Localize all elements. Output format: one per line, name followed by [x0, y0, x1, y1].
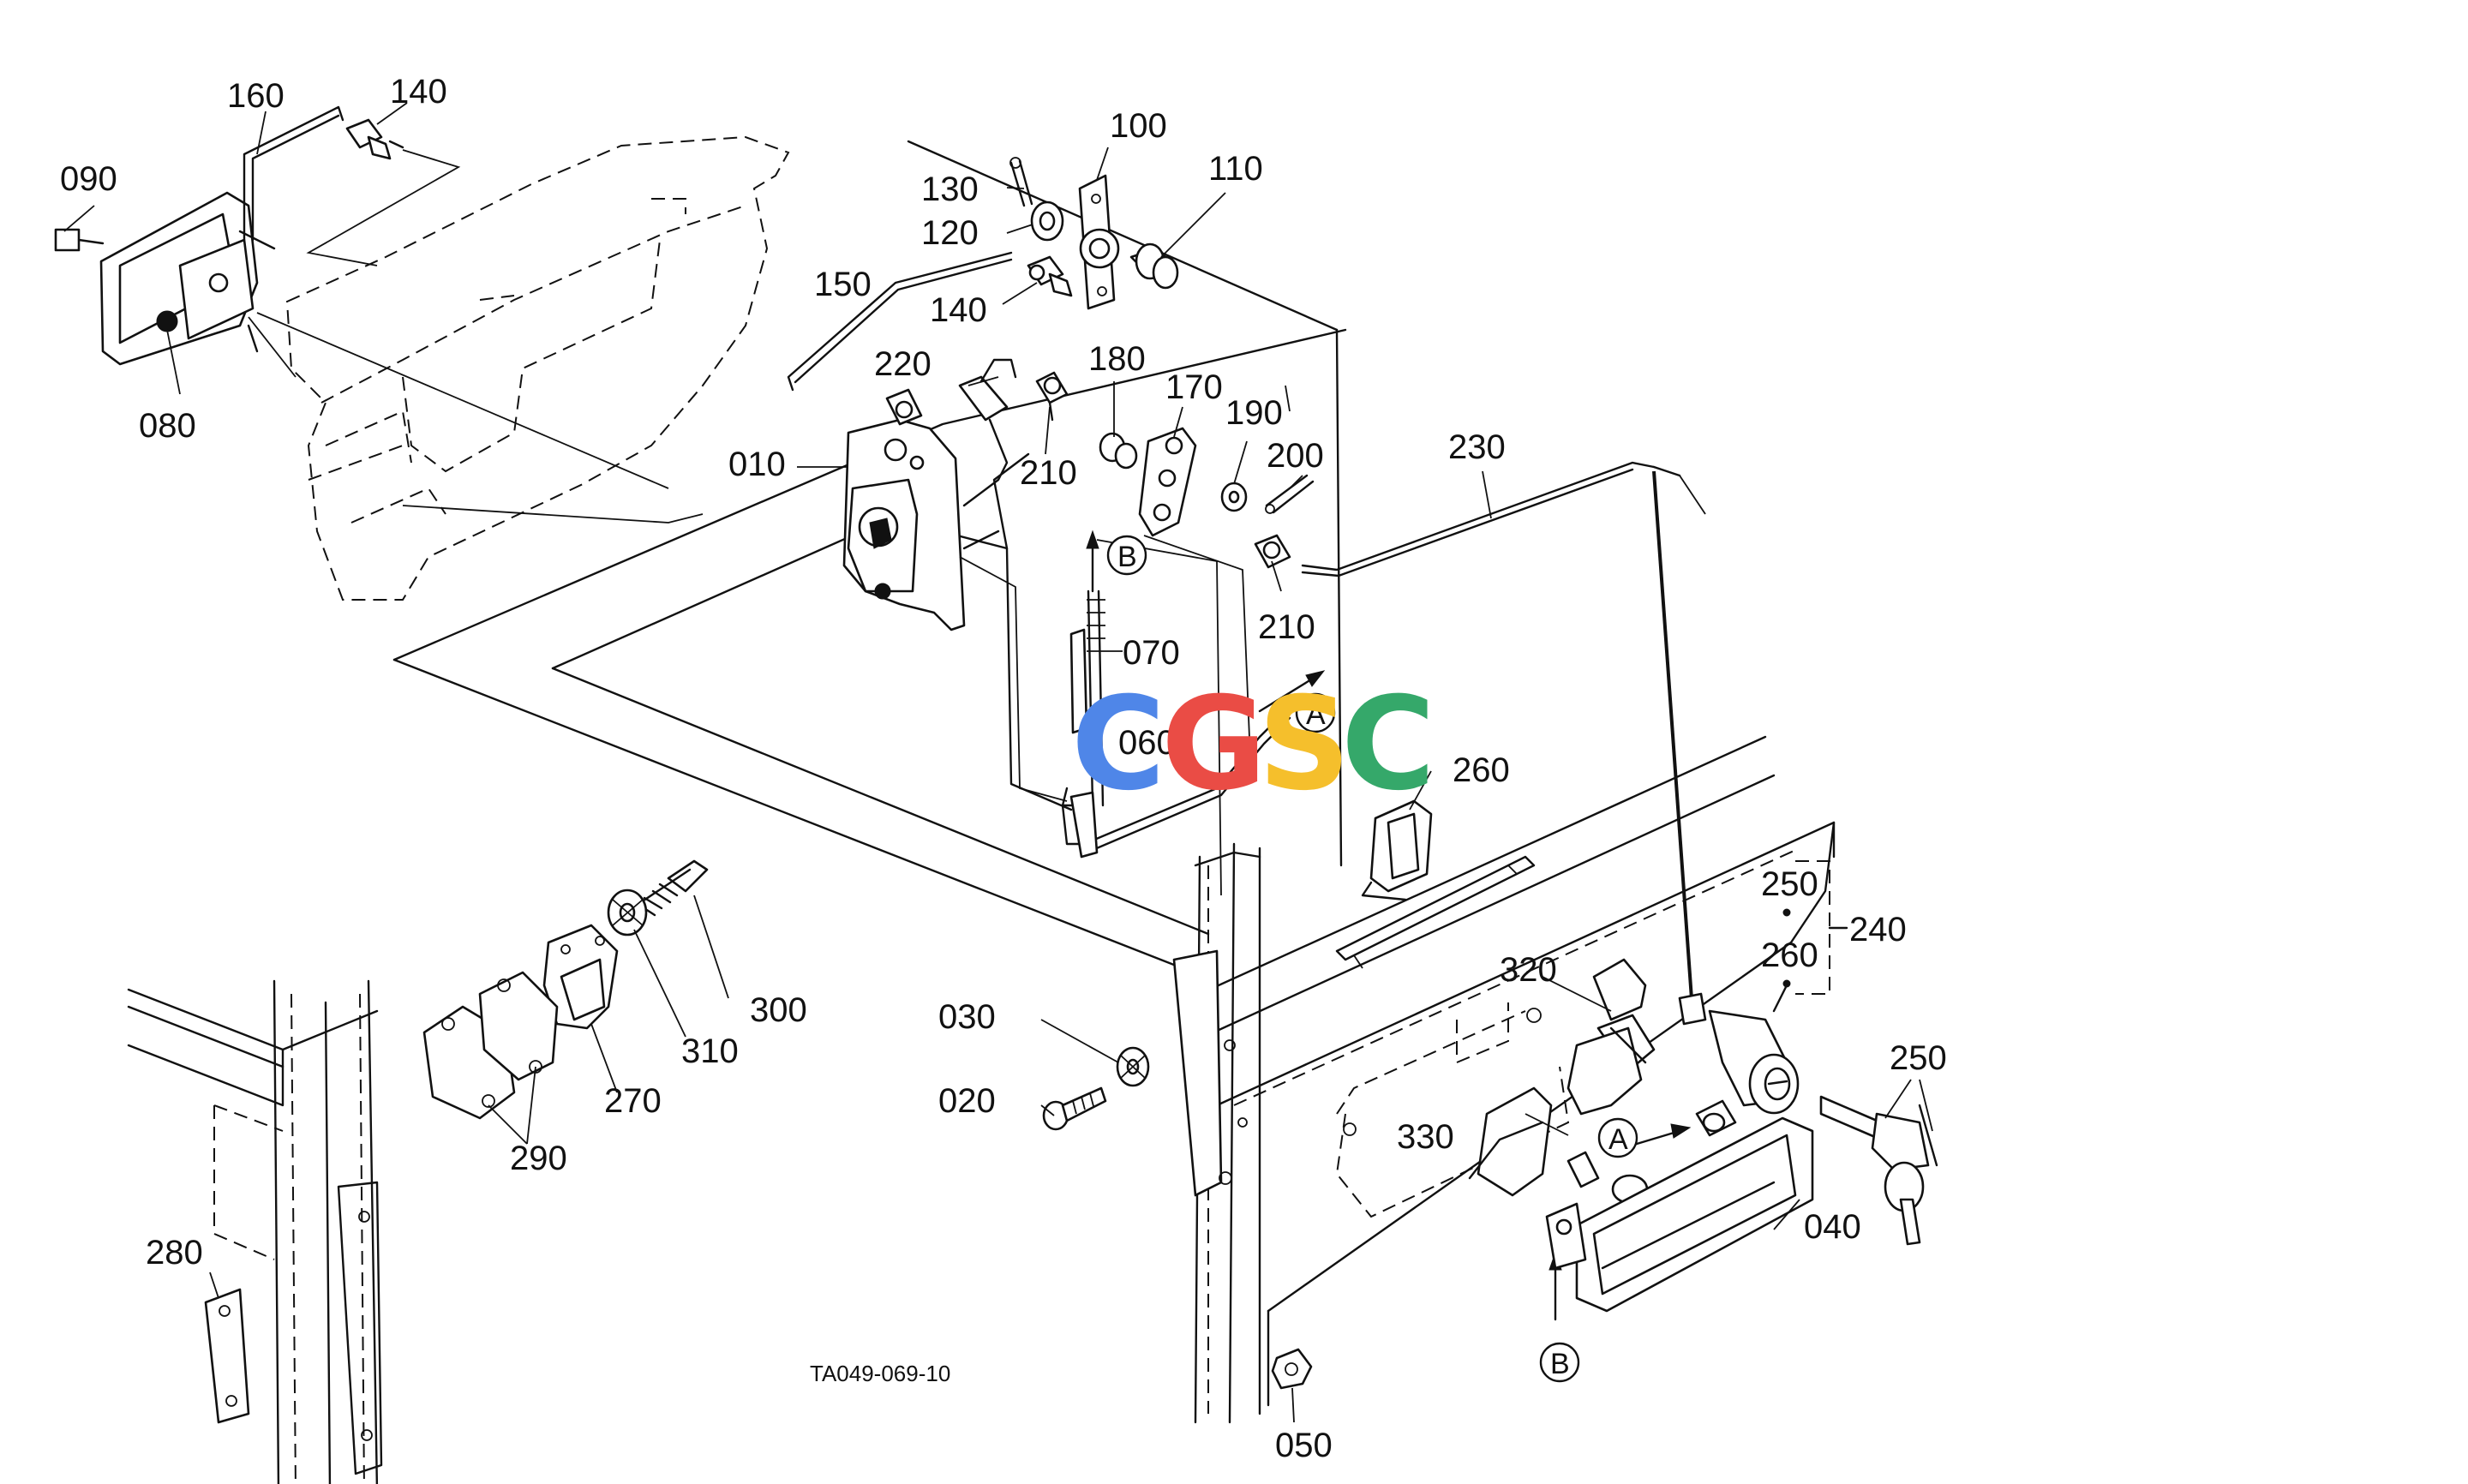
label-220: 220 — [874, 345, 931, 383]
label-260: 260 — [1453, 751, 1510, 789]
part-230-rod — [1301, 461, 1706, 1012]
center-pillar — [1172, 842, 1261, 1424]
label-250: 250 — [1890, 1039, 1947, 1077]
label-330: 330 — [1397, 1118, 1454, 1156]
part-090-screw — [54, 228, 105, 252]
label-040: 040 — [1804, 1208, 1861, 1246]
part-300-bolt — [636, 859, 709, 917]
watermark-letter-c1: C — [1071, 670, 1165, 819]
left-frame — [127, 979, 383, 1484]
label-080: 080 — [139, 407, 196, 445]
part-050-nut — [1271, 1348, 1313, 1390]
callout-arrow-a-lower — [1597, 1117, 1692, 1158]
part-170-lever — [1138, 427, 1197, 537]
label-270: 270 — [604, 1082, 662, 1120]
part-220-clip — [958, 358, 1017, 507]
label-180: 180 — [1088, 340, 1146, 378]
part-250-keys — [1819, 1095, 1938, 1246]
part-080-latch — [99, 191, 276, 366]
part-210-clip-upper — [1035, 371, 1069, 422]
callout-arrow-a-upper — [1258, 670, 1336, 733]
callout-arrow-b-upper — [1086, 530, 1147, 593]
label-leaders — [63, 102, 1933, 1423]
label-250: 250 — [1761, 865, 1818, 903]
part-190-washer — [1220, 482, 1248, 512]
cgsc-watermark-logo: C G S C — [1071, 670, 1435, 819]
label-240: 240 — [1849, 911, 1907, 948]
part-310-washer — [607, 889, 648, 936]
callout-b: B — [1117, 541, 1137, 573]
label-020: 020 — [938, 1082, 996, 1120]
label-300: 300 — [750, 991, 807, 1029]
part-130-pin — [1009, 157, 1033, 207]
leader-lines — [248, 149, 704, 524]
guide-lines-mid — [959, 535, 1252, 802]
label-260: 260 — [1761, 936, 1818, 974]
callout-b: B — [1550, 1348, 1570, 1380]
part-160-rod — [243, 105, 344, 242]
label-210: 210 — [1020, 454, 1077, 492]
callout-a: A — [1608, 1123, 1628, 1156]
label-230: 230 — [1448, 428, 1506, 466]
label-150: 150 — [814, 266, 872, 303]
label-050: 050 — [1275, 1427, 1333, 1464]
figure-code: TA049-069-10 — [810, 1361, 950, 1386]
label-140: 140 — [390, 73, 447, 111]
part-240-group-bracket — [1782, 860, 1848, 995]
part-200-pin — [1265, 474, 1315, 514]
part-140-clip-middle — [1027, 255, 1073, 297]
label-280: 280 — [146, 1234, 203, 1272]
part-020-screw — [1042, 1086, 1107, 1131]
label-070: 070 — [1123, 634, 1180, 672]
part-060-rod — [1069, 709, 1291, 859]
part-210-clip-lower — [1254, 534, 1291, 569]
label-100: 100 — [1110, 107, 1167, 145]
callout-a: A — [1306, 698, 1326, 731]
label-190: 190 — [1225, 394, 1283, 432]
part-180-bushing — [1099, 432, 1138, 470]
watermark-letter-g: G — [1161, 670, 1267, 819]
part-100-bracket — [1078, 174, 1120, 310]
label-130: 130 — [921, 171, 979, 208]
assembly-frame-lines — [392, 140, 1347, 970]
part-010-latch — [842, 388, 1000, 631]
label-320: 320 — [1500, 951, 1557, 989]
part-040-handle — [1545, 1099, 1814, 1313]
part-110-bushing — [1129, 242, 1179, 290]
label-210: 210 — [1258, 608, 1315, 646]
part-120-washer — [1030, 200, 1064, 242]
part-290-plates — [422, 971, 559, 1120]
callout-letters: B A A B — [1117, 541, 1628, 1380]
label-090: 090 — [60, 160, 117, 198]
label-290: 290 — [510, 1140, 567, 1177]
label-060: 060 — [1118, 724, 1176, 762]
label-120: 120 — [921, 214, 979, 252]
part-260-lock-cylinder — [1678, 984, 1800, 1115]
cab-panel-outline — [285, 135, 790, 601]
label-110: 110 — [1208, 150, 1263, 188]
watermark-letter-s: S — [1258, 670, 1351, 819]
part-150-rod — [787, 251, 1013, 392]
label-310: 310 — [681, 1032, 739, 1070]
label-140: 140 — [930, 291, 987, 329]
label-160: 160 — [227, 77, 285, 115]
watermark-letter-c2: C — [1341, 670, 1435, 819]
part-140-clip-upper-left — [345, 118, 404, 160]
part-number-labels: 090 160 140 080 130 100 120 110 140 150 … — [60, 73, 1947, 1464]
label-170: 170 — [1165, 368, 1223, 406]
label-200: 200 — [1267, 437, 1324, 475]
part-270-bracket — [542, 924, 619, 1030]
label-010: 010 — [728, 446, 786, 483]
part-030-washer — [1116, 1046, 1150, 1087]
part-280-plate — [204, 1288, 250, 1424]
part-320-bracket — [1566, 958, 1656, 1116]
label-030: 030 — [938, 998, 996, 1036]
